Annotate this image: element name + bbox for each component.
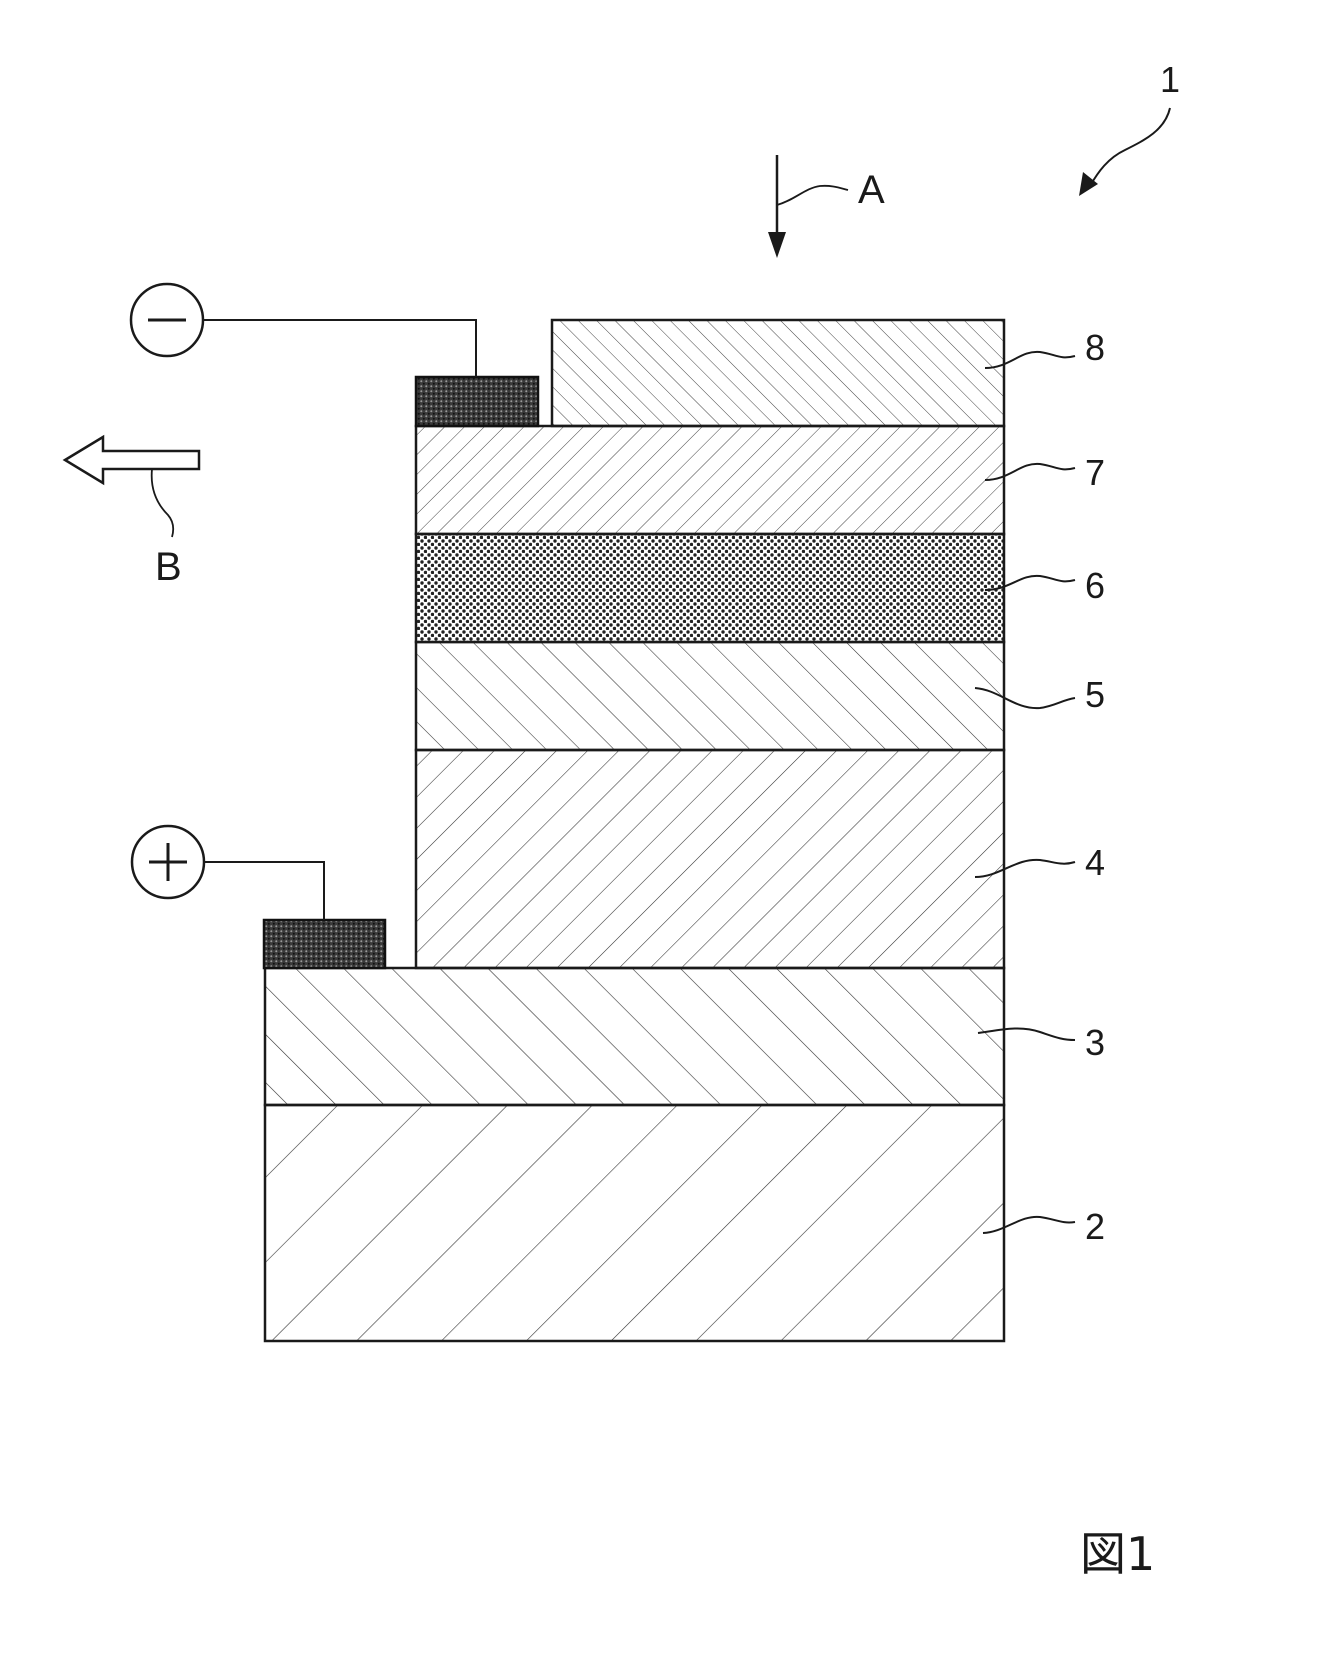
layer-2 xyxy=(265,1105,1004,1341)
layer-ref-8: 8 xyxy=(1085,327,1105,368)
layer-ref-7: 7 xyxy=(1085,452,1105,493)
figure-caption: 図1 xyxy=(1080,1527,1155,1581)
layer-4 xyxy=(416,750,1004,968)
device-reference-arrow xyxy=(1079,108,1170,196)
layer-8 xyxy=(552,320,1004,426)
layer-3 xyxy=(265,968,1004,1105)
positive-terminal-symbol: + xyxy=(150,837,187,888)
layer-ref-3: 3 xyxy=(1085,1022,1105,1063)
positive-electrode xyxy=(264,920,385,968)
layer-6 xyxy=(416,534,1004,642)
negative-terminal-symbol: − xyxy=(149,295,186,346)
layer-ref-4: 4 xyxy=(1085,842,1105,883)
layer-ref-2: 2 xyxy=(1085,1206,1105,1247)
negative-electrode xyxy=(416,377,538,426)
output-arrow-b xyxy=(65,437,199,537)
device-reference-number: 1 xyxy=(1160,59,1180,100)
incident-arrow-label: A xyxy=(858,168,885,212)
positive-lead-wire xyxy=(204,862,324,920)
negative-terminal: − xyxy=(131,284,203,356)
output-arrow-label: B xyxy=(155,545,182,589)
layer-ref-6: 6 xyxy=(1085,565,1105,606)
incident-arrow-a xyxy=(768,155,848,258)
positive-terminal: + xyxy=(132,826,204,898)
layer-7 xyxy=(416,426,1004,534)
layer-ref-5: 5 xyxy=(1085,674,1105,715)
negative-lead-wire xyxy=(202,320,476,377)
layer-5 xyxy=(416,642,1004,750)
